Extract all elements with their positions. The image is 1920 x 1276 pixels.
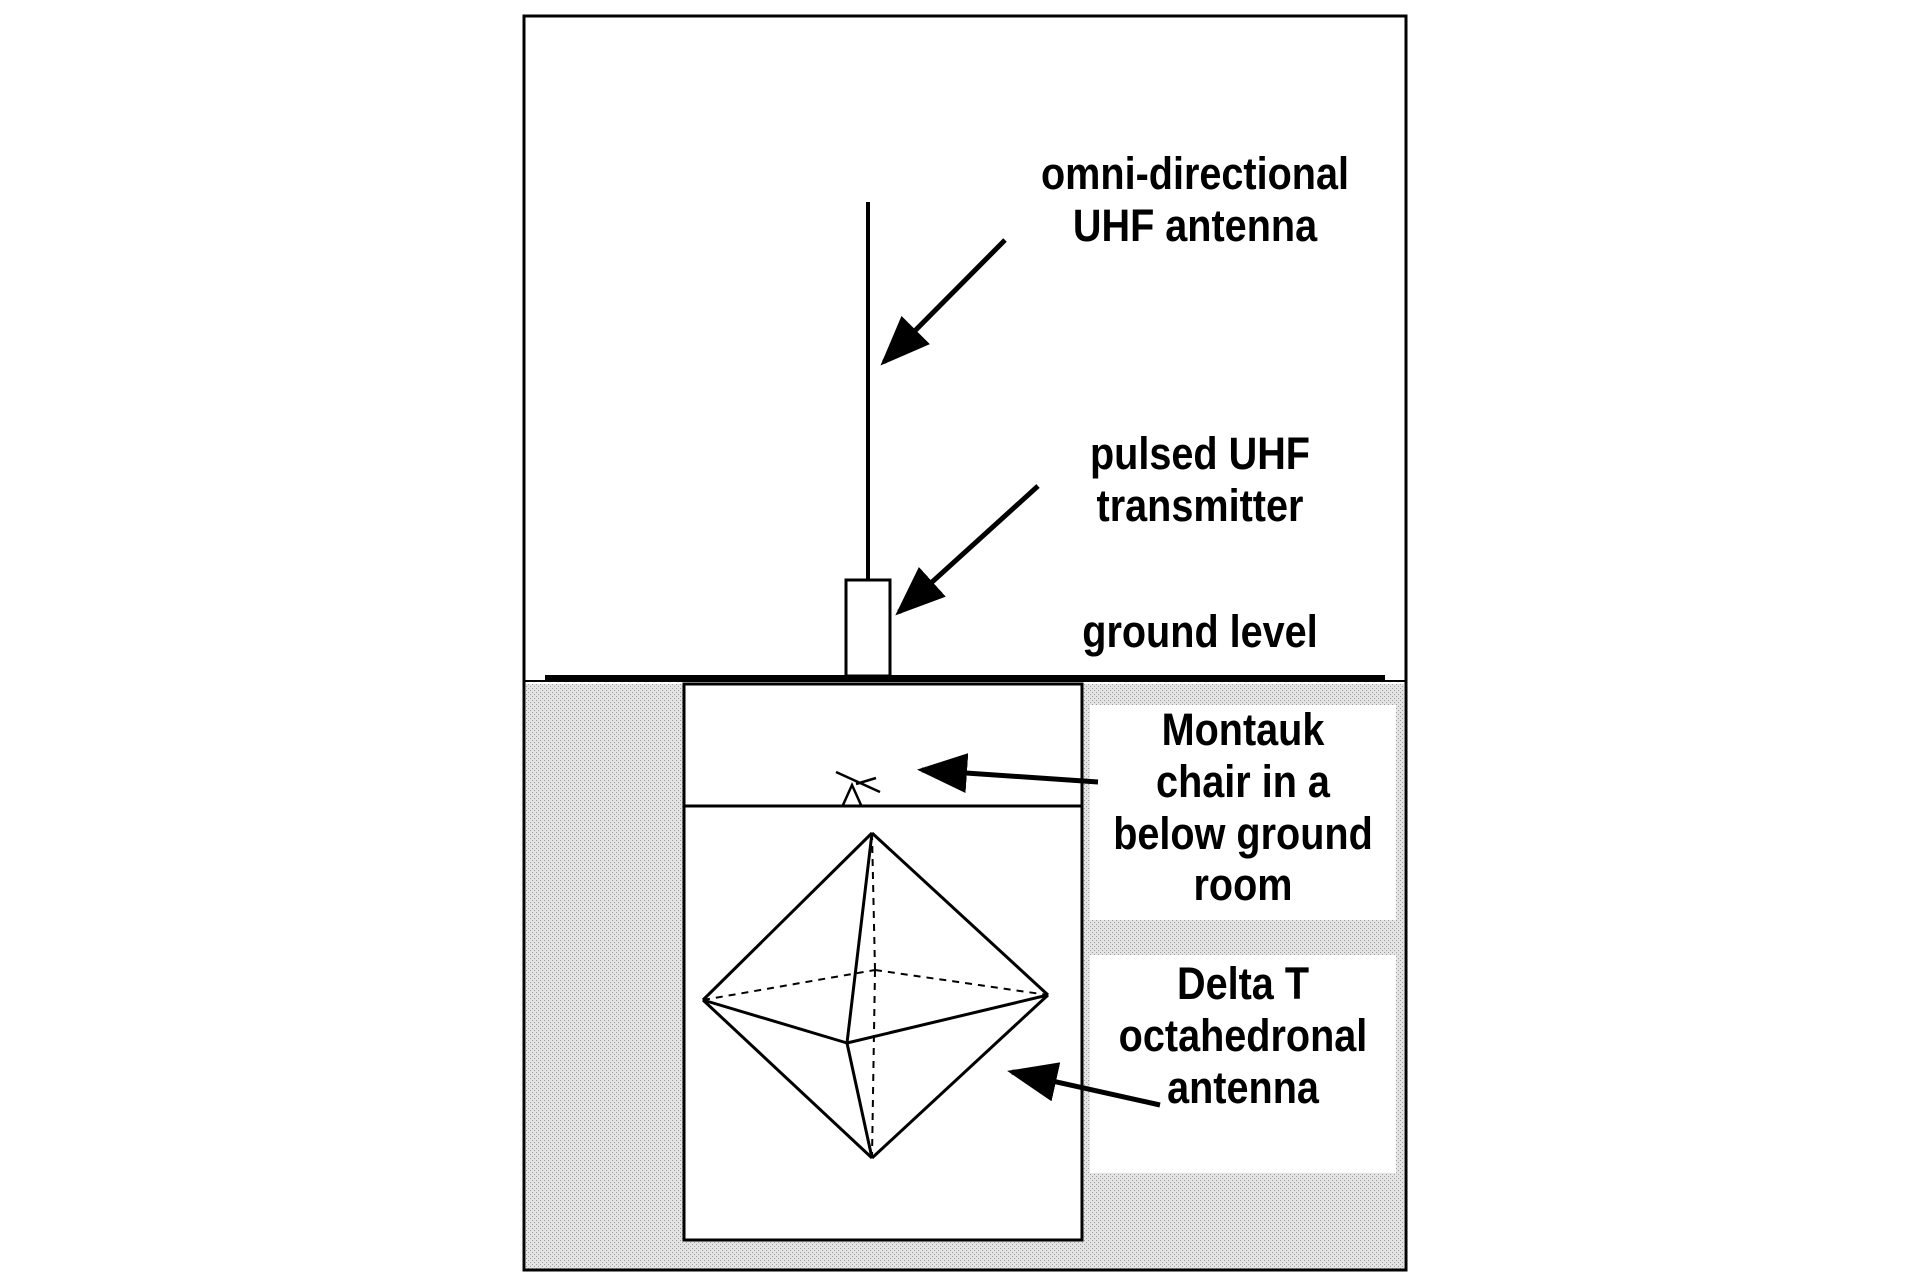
arrow-montauk-chair [917, 753, 1099, 794]
ground-level-label: ground level [1033, 606, 1367, 658]
outer-frame [522, 14, 1408, 1272]
underground-shaft [682, 682, 1084, 1242]
arrow-transmitter [895, 484, 1040, 616]
uhf-antenna-label: omni-directional UHF antenna [1019, 148, 1371, 252]
transmitter-label-line-2: transmitter [1096, 479, 1304, 531]
arrow-uhf-antenna [880, 238, 1007, 366]
montauk-chair-label-line-1: Montauk [1161, 704, 1325, 755]
montauk-chair-label-line-3: below ground [1113, 807, 1373, 859]
delta-t-label: Delta T octahedronal antenna [1108, 958, 1377, 1113]
delta-t-label-line-3: antenna [1167, 1061, 1319, 1113]
delta-t-label-line-2: octahedronal [1118, 1009, 1368, 1061]
chair-label-box [1090, 705, 1396, 920]
transmitter-label: pulsed UHF transmitter [1033, 428, 1367, 532]
ground-level-label-text: ground level [1082, 606, 1318, 657]
montauk-chair-label-line-4: room [1193, 859, 1293, 911]
uhf-antenna-label-line-1: omni-directional [1040, 148, 1350, 199]
uhf-antenna-label-line-2: UHF antenna [1072, 199, 1318, 251]
montauk-chair-icon [835, 770, 881, 806]
delta-t-label-line-1: Delta T [1176, 958, 1310, 1009]
montauk-chair-label: Montauk chair in a below ground room [1108, 704, 1377, 911]
montauk-chair-label-line-2: chair in a [1156, 755, 1330, 807]
transmitter-box [844, 578, 892, 678]
arrow-delta-t [1007, 1062, 1161, 1108]
ground-level-bar [545, 675, 1385, 681]
octahedron-antenna-icon [701, 831, 1050, 1160]
delta-label-box [1090, 955, 1396, 1173]
transmitter-label-line-1: pulsed UHF [1089, 428, 1310, 479]
